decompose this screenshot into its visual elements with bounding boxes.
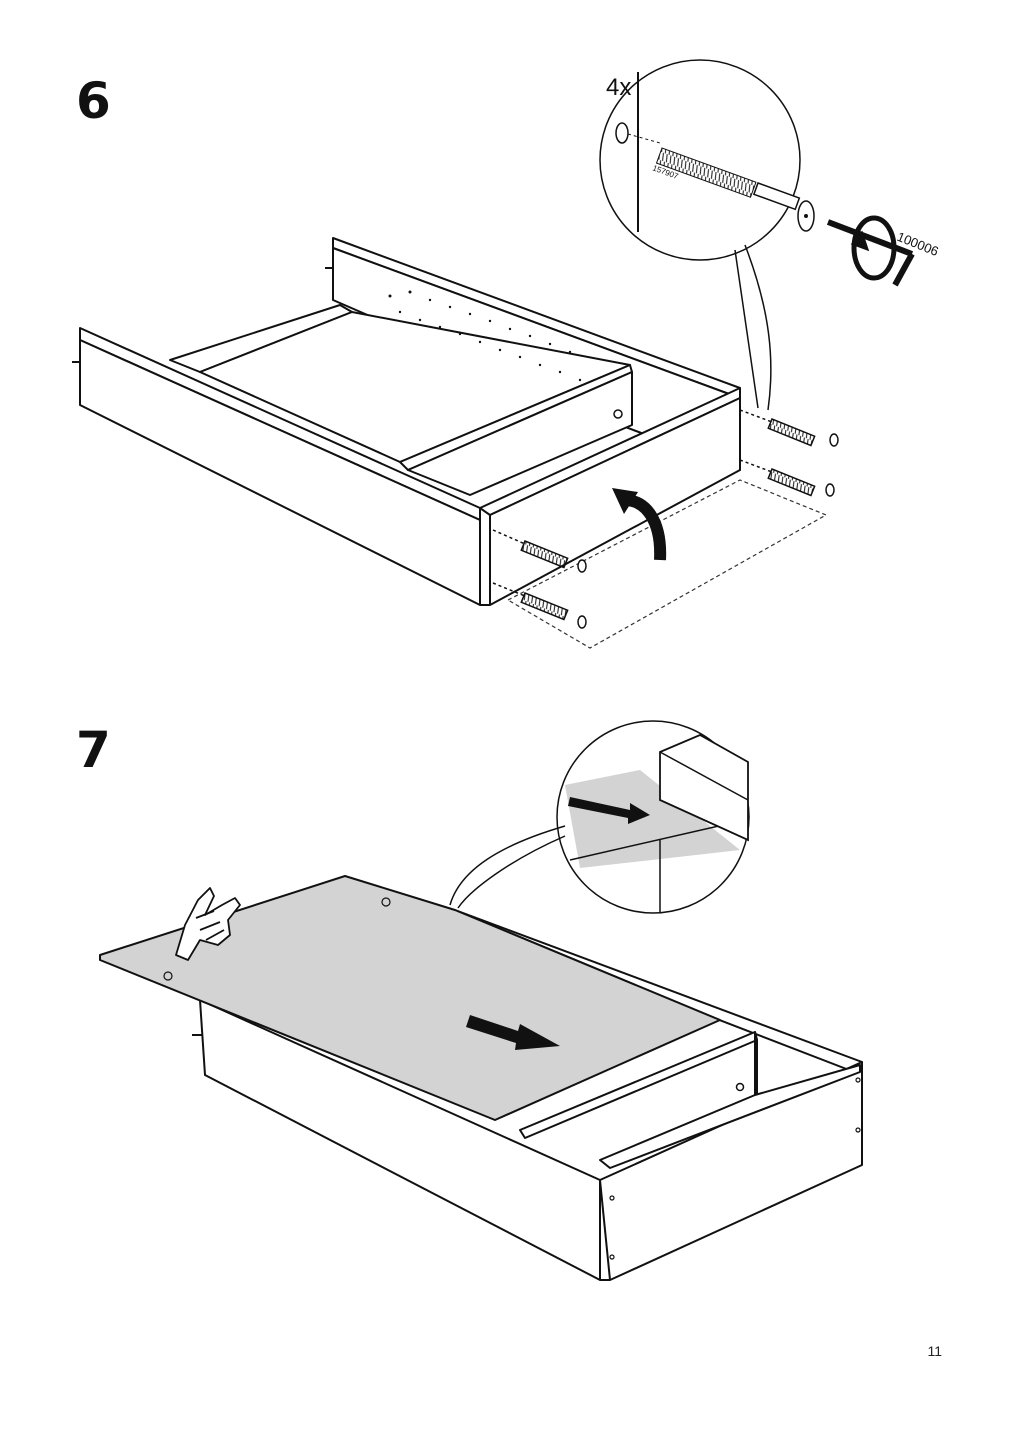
slide-direction-arrow-icon: [466, 1015, 560, 1050]
step-6-number: 6: [76, 72, 111, 130]
step-6-pins: [72, 267, 333, 363]
hand-pushing-icon: [175, 887, 241, 961]
allen-key-icon: [826, 215, 915, 287]
step-7-number: 7: [76, 721, 111, 779]
page-number: 11: [927, 1343, 942, 1359]
allen-key-part-number: 100006: [895, 229, 941, 259]
bottom-board-panel: [99, 875, 721, 1121]
step-6-screws: [492, 409, 839, 629]
step-6-drawer-frame: [79, 237, 741, 606]
cam-hole-icon: [735, 1082, 745, 1092]
rotate-up-arrow-icon: [612, 488, 667, 561]
step-6-hole-row: [388, 290, 582, 382]
cam-hole-icon: [613, 409, 623, 419]
step-7-detail-callout: [449, 720, 750, 914]
step-6-detail-callout: [599, 59, 815, 411]
quantity-label: 4x: [606, 74, 631, 101]
